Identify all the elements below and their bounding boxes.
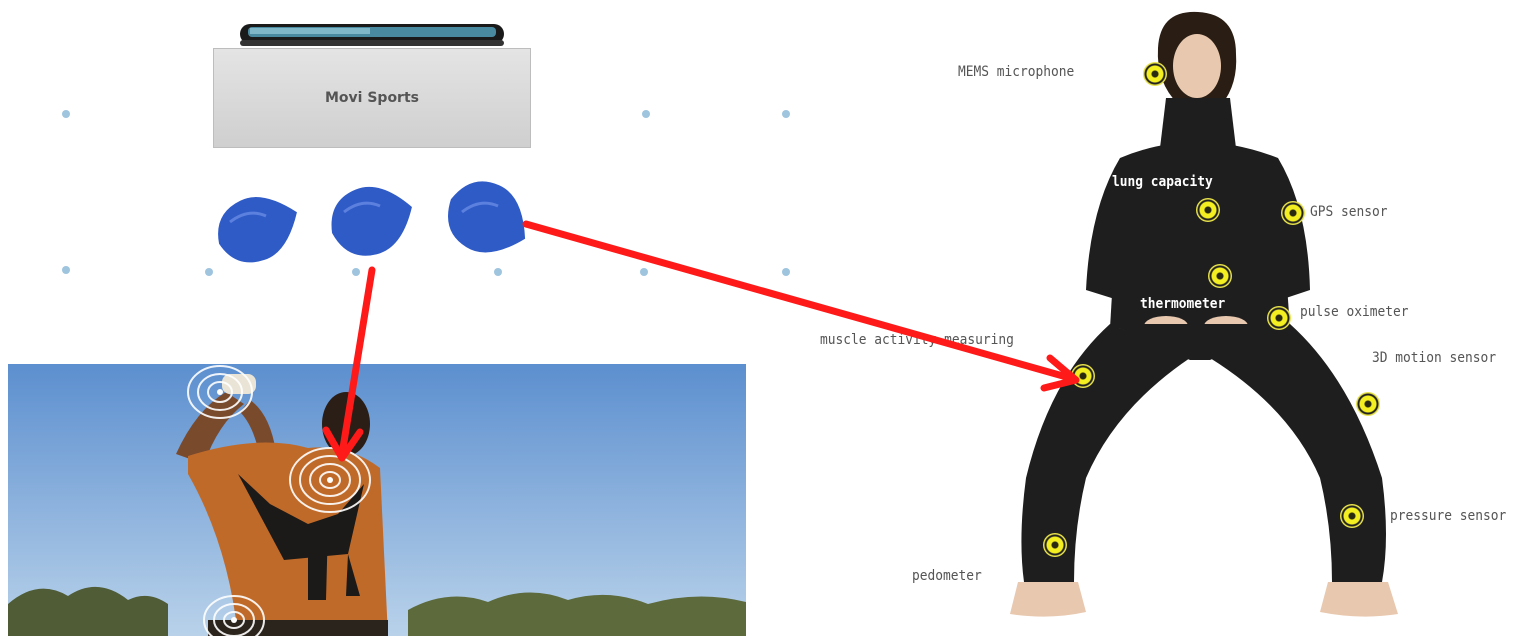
decor-dot bbox=[782, 110, 790, 118]
label-thermometer: thermometer bbox=[1140, 296, 1225, 312]
product-box: Movi Sports bbox=[213, 48, 531, 148]
label-3d-motion-sensor: 3D motion sensor bbox=[1372, 350, 1496, 366]
sensor-marker-thermometer bbox=[1208, 264, 1232, 288]
arrow-pod-to-suit bbox=[526, 224, 1070, 378]
product-box-label: Movi Sports bbox=[325, 90, 419, 106]
sensor-pod-1 bbox=[208, 192, 308, 264]
sensor-marker-gps bbox=[1281, 201, 1305, 225]
label-pressure-sensor: pressure sensor bbox=[1390, 508, 1506, 524]
golfer-photo bbox=[8, 364, 746, 636]
label-lung-capacity: lung capacity bbox=[1112, 174, 1213, 190]
label-mems-microphone: MEMS microphone bbox=[958, 64, 1074, 80]
sensor-marker-lung bbox=[1196, 198, 1220, 222]
decor-dot bbox=[62, 110, 70, 118]
sensor-pod-2 bbox=[322, 180, 422, 260]
sensor-marker-pulse bbox=[1267, 306, 1291, 330]
sensor-marker-pedometer bbox=[1043, 533, 1067, 557]
decor-dot bbox=[642, 110, 650, 118]
decor-dot bbox=[782, 268, 790, 276]
sensor-pod-3 bbox=[438, 176, 538, 262]
decor-dot bbox=[352, 268, 360, 276]
sensor-marker-pressure bbox=[1340, 504, 1364, 528]
label-pulse-oximeter: pulse oximeter bbox=[1300, 304, 1409, 320]
label-muscle-activity: muscle activity measuring bbox=[820, 332, 1014, 348]
decor-dot bbox=[62, 266, 70, 274]
smartphone-image bbox=[238, 10, 506, 48]
decor-dot bbox=[640, 268, 648, 276]
label-gps-sensor: GPS sensor bbox=[1310, 204, 1388, 220]
sensor-marker-motion bbox=[1356, 392, 1380, 416]
sensor-marker-muscle bbox=[1071, 364, 1095, 388]
label-pedometer: pedometer bbox=[912, 568, 982, 584]
decor-dot bbox=[494, 268, 502, 276]
sensor-marker-microphone bbox=[1143, 62, 1167, 86]
decor-dot bbox=[205, 268, 213, 276]
